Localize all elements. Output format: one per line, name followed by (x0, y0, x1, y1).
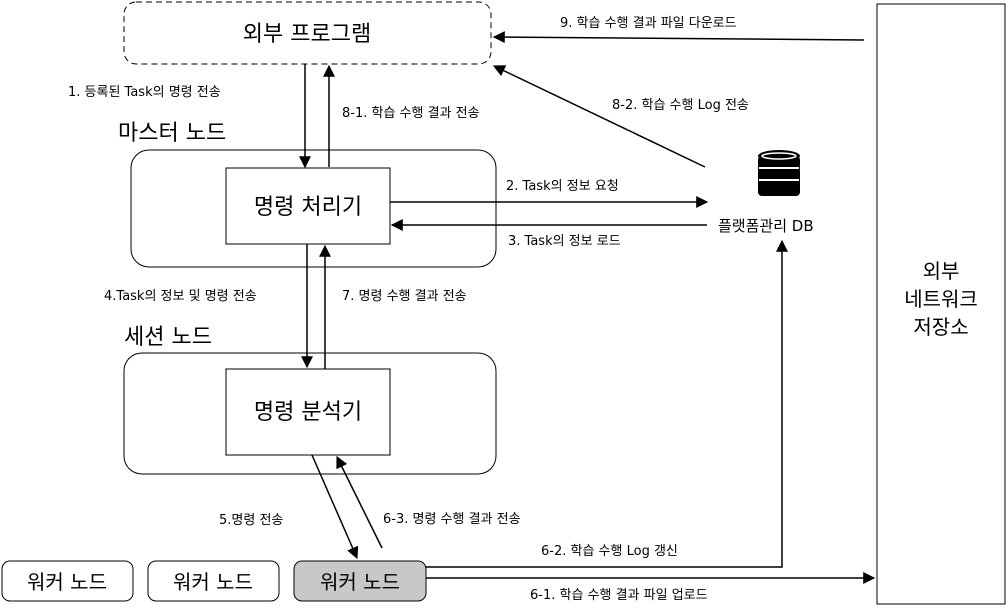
master-node-label: 마스터 노드 (118, 121, 226, 146)
external-storage-label-2: 네트워크 (904, 287, 978, 311)
edge-6-3-label: 6-3. 명령 수행 결과 전송 (383, 511, 521, 527)
external-program-box (123, 1, 492, 65)
edge-9-arrow (492, 31, 865, 44)
edge-6-2-label: 6-2. 학습 수행 Log 갱신 (541, 543, 678, 559)
edge-5-arrow (311, 454, 359, 560)
session-node-label: 세션 노드 (124, 325, 212, 350)
edge-2-label: 2. Task의 정보 요청 (506, 179, 619, 194)
external-storage-box (876, 3, 1006, 605)
edge-6-2-arrow (426, 239, 788, 568)
edge-6-3-arrow (336, 455, 383, 549)
edge-7-label: 7. 명령 수행 결과 전송 (342, 288, 467, 304)
platform-db-label: 플랫폼관리 DB (718, 217, 814, 235)
external-program-label: 외부 프로그램 (243, 22, 371, 47)
edge-5-label: 5.명령 전송 (219, 513, 283, 528)
edge-6-1-label: 6-1. 학습 수행 결과 파일 업로드 (530, 587, 708, 603)
worker-node-label-2: 워커 노드 (173, 570, 253, 594)
worker-node-box-1 (1, 560, 134, 602)
edge-9-label: 9. 학습 수행 결과 파일 다운로드 (560, 15, 737, 31)
command-processor-label: 명령 처리기 (254, 195, 362, 220)
edge-1-label: 1. 등록된 Task의 명령 전송 (68, 85, 221, 100)
edge-8-2-arrow (492, 65, 706, 168)
worker-node-box-2 (147, 560, 280, 602)
database-icon (758, 150, 800, 196)
external-storage-label-3: 저장소 (913, 315, 968, 339)
external-storage-label-1: 외부 (923, 259, 960, 283)
worker-node-box-active (293, 560, 427, 602)
command-analyzer-box (225, 368, 391, 456)
edge-8-2-label: 8-2. 학습 수행 Log 전송 (612, 97, 749, 113)
worker-node-label-active: 워커 노드 (320, 570, 400, 594)
worker-node-label-1: 워커 노드 (27, 570, 107, 594)
edge-4-label: 4.Task의 정보 및 명령 전송 (104, 289, 257, 304)
command-analyzer-label: 명령 분석기 (254, 400, 362, 425)
command-processor-box (225, 167, 391, 245)
edge-8-1-label: 8-1. 학습 수행 결과 전송 (342, 105, 480, 121)
edge-3-label: 3. Task의 정보 로드 (508, 234, 621, 249)
